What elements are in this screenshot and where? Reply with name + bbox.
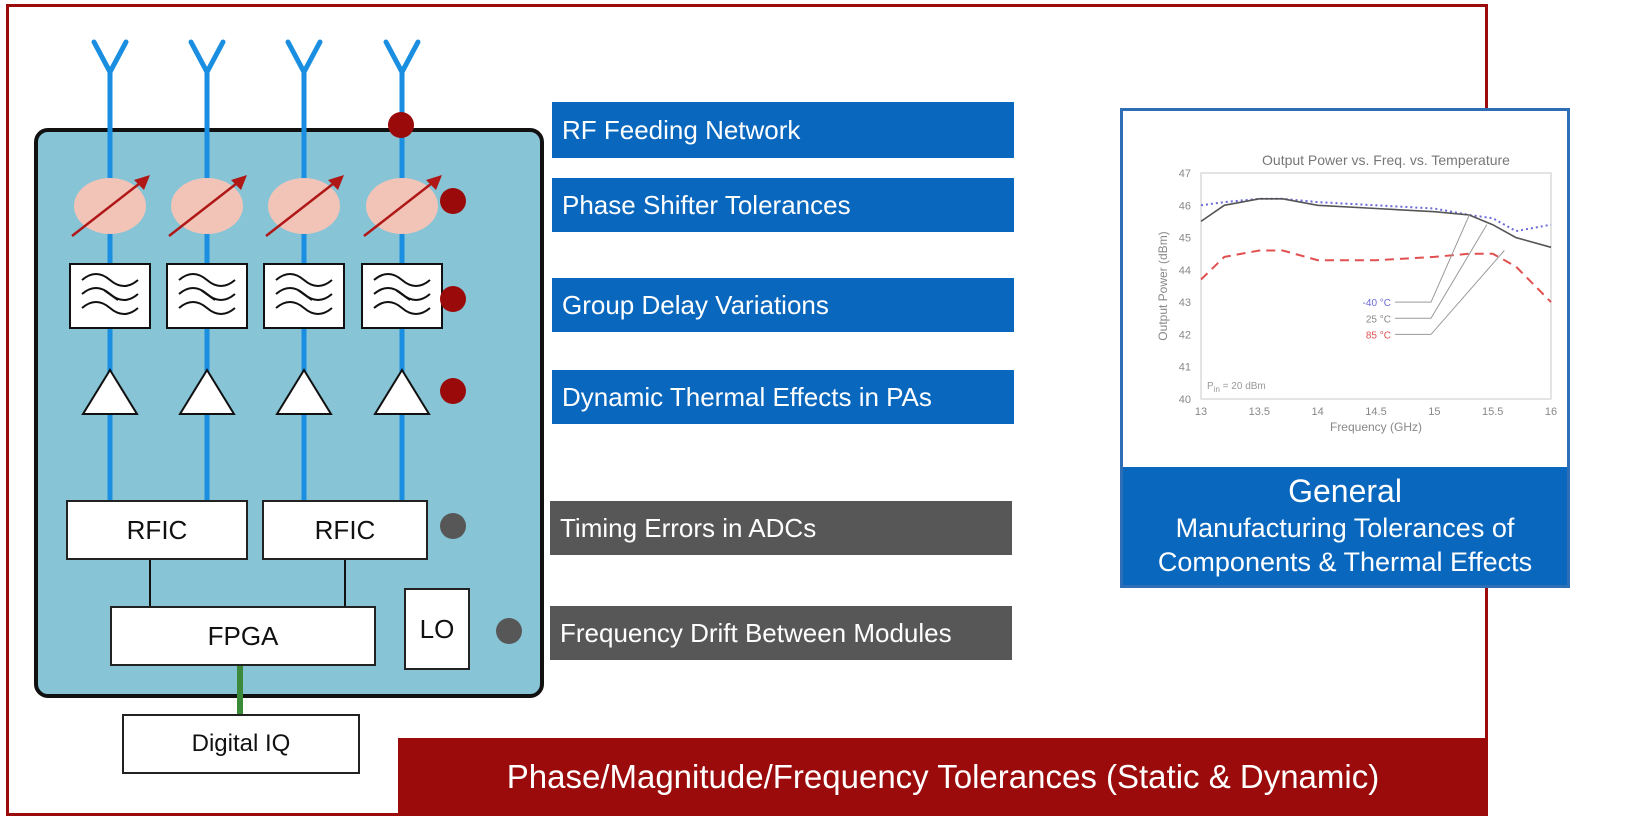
x-tick-label: 13 bbox=[1195, 406, 1207, 418]
label-timing-errors-adcs: Timing Errors in ADCs bbox=[550, 501, 1012, 555]
legend-label-1: -40 °C bbox=[1363, 298, 1391, 309]
marker-thermal-pa bbox=[440, 378, 466, 404]
marker-freq-drift bbox=[496, 618, 522, 644]
marker-rf-feeding bbox=[388, 112, 414, 138]
label-rf-feeding-network: RF Feeding Network bbox=[552, 102, 1014, 158]
y-tick-label: 42 bbox=[1179, 329, 1191, 341]
legend-leader-1 bbox=[1395, 214, 1470, 303]
fpga-block: FPGA bbox=[110, 606, 376, 666]
series-line-2 bbox=[1200, 198, 1552, 249]
phase-shifter-icon-2 bbox=[168, 175, 247, 237]
antenna-icon-4 bbox=[383, 39, 421, 78]
x-tick-label: 14.5 bbox=[1365, 406, 1386, 418]
output-power-chart: Output Power vs. Freq. vs. Temperature 40… bbox=[1156, 152, 1557, 434]
marker-group-delay bbox=[440, 286, 466, 312]
x-tick-label: 16 bbox=[1545, 406, 1557, 418]
general-caption-title: General bbox=[1288, 473, 1402, 509]
chart-title: Output Power vs. Freq. vs. Temperature bbox=[1262, 152, 1510, 168]
chart-annotation: Pin = 20 dBm bbox=[1207, 381, 1266, 394]
label-group-delay-variations: Group Delay Variations bbox=[552, 278, 1014, 332]
legend-label-2: 25 °C bbox=[1366, 314, 1391, 325]
y-tick-label: 45 bbox=[1179, 233, 1191, 245]
rfic-block-1: RFIC bbox=[66, 500, 248, 560]
output-power-chart-card: Output Power vs. Freq. vs. Temperature 40… bbox=[1120, 108, 1570, 588]
amplifier-icon-1 bbox=[81, 368, 139, 415]
y-tick-label: 44 bbox=[1179, 265, 1191, 277]
amplifier-icon-2 bbox=[178, 368, 236, 415]
x-tick-label: 15.5 bbox=[1482, 406, 1503, 418]
y-axis-label: Output Power (dBm) bbox=[1156, 231, 1170, 340]
antenna-icon-2 bbox=[188, 39, 226, 78]
y-tick-label: 46 bbox=[1179, 200, 1191, 212]
legend-leader-3 bbox=[1395, 250, 1505, 335]
x-tick-label: 13.5 bbox=[1249, 406, 1270, 418]
filter-icon-1 bbox=[69, 263, 151, 329]
y-tick-label: 41 bbox=[1179, 362, 1191, 374]
phase-shifter-icon-1 bbox=[71, 175, 150, 237]
y-tick-label: 43 bbox=[1179, 297, 1191, 309]
general-caption-line1: Manufacturing Tolerances of bbox=[1175, 513, 1515, 543]
legend-leader-2 bbox=[1395, 224, 1488, 319]
plot-frame bbox=[1200, 172, 1552, 400]
x-tick-label: 14 bbox=[1312, 406, 1324, 418]
filter-icon-2 bbox=[166, 263, 248, 329]
phase-shifter-icon-3 bbox=[265, 175, 344, 237]
label-frequency-drift: Frequency Drift Between Modules bbox=[550, 606, 1012, 660]
legend-label-3: 85 °C bbox=[1366, 330, 1391, 341]
antenna-icon-1 bbox=[91, 39, 129, 78]
filter-icon-4 bbox=[361, 263, 443, 329]
tolerances-banner: Phase/Magnitude/Frequency Tolerances (St… bbox=[398, 738, 1488, 816]
series-line-1 bbox=[1200, 197, 1552, 233]
x-tick-label: 15 bbox=[1428, 406, 1440, 418]
label-dynamic-thermal-effects: Dynamic Thermal Effects in PAs bbox=[552, 370, 1014, 424]
x-axis-label: Frequency (GHz) bbox=[1330, 420, 1422, 434]
antenna-icon-3 bbox=[285, 39, 323, 78]
series-line-3 bbox=[1200, 249, 1552, 303]
filter-icon-3 bbox=[263, 263, 345, 329]
lo-block: LO bbox=[404, 588, 470, 670]
general-caption-line2: Components & Thermal Effects bbox=[1157, 547, 1533, 577]
marker-timing-adc bbox=[440, 513, 466, 539]
general-caption: General Manufacturing Tolerances of Comp… bbox=[1123, 467, 1567, 585]
label-phase-shifter-tolerances: Phase Shifter Tolerances bbox=[552, 178, 1014, 232]
rfic-block-2: RFIC bbox=[262, 500, 428, 560]
digital-iq-block: Digital IQ bbox=[122, 714, 360, 774]
amplifier-icon-4 bbox=[373, 368, 431, 415]
phase-shifter-icon-4 bbox=[363, 175, 442, 237]
y-tick-label: 40 bbox=[1179, 394, 1191, 406]
amplifier-icon-3 bbox=[275, 368, 333, 415]
marker-phase-shifter bbox=[440, 188, 466, 214]
y-tick-label: 47 bbox=[1179, 168, 1191, 180]
